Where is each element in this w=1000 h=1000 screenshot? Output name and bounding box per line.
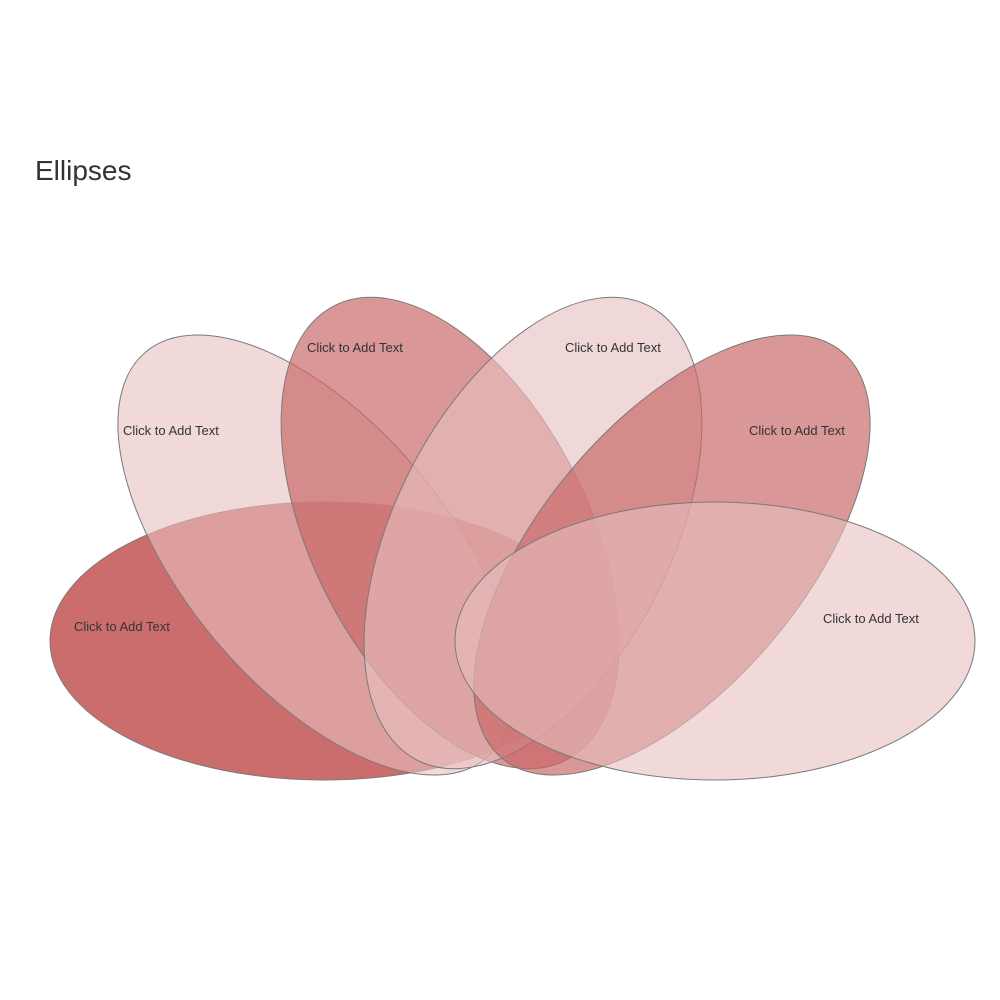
ellipse-6[interactable] (454, 501, 976, 781)
ellipse-4-label[interactable]: Click to Add Text (565, 340, 661, 355)
ellipse-3-label[interactable]: Click to Add Text (307, 340, 403, 355)
ellipse-1-label[interactable]: Click to Add Text (74, 619, 170, 634)
ellipse-5-label[interactable]: Click to Add Text (749, 423, 845, 438)
diagram-title: Ellipses (35, 155, 132, 186)
ellipse-6-label[interactable]: Click to Add Text (823, 611, 919, 626)
ellipse-2-label[interactable]: Click to Add Text (123, 423, 219, 438)
